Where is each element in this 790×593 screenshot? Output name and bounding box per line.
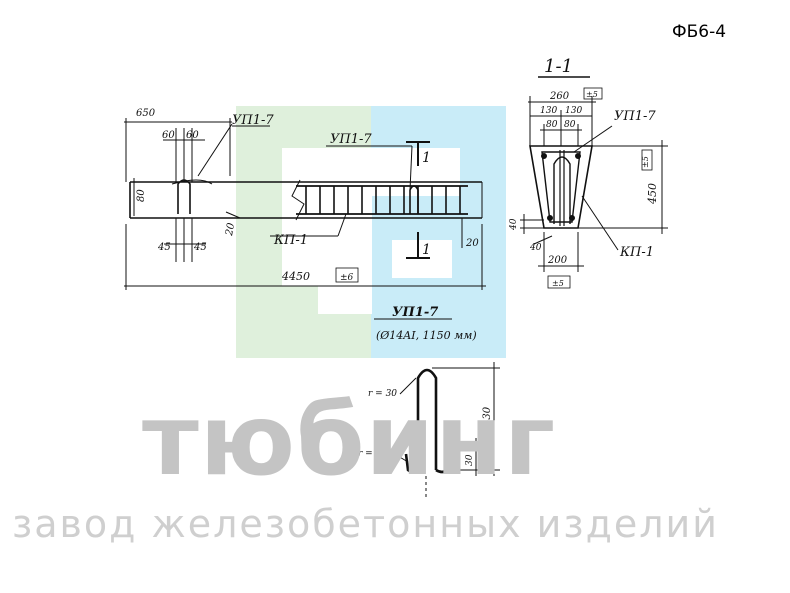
watermark-tagline: завод железобетонных изделий — [12, 502, 719, 546]
tol-450: ±5 — [641, 156, 650, 168]
loop-h-30: 30 — [465, 454, 475, 466]
dim-20-end: 20 — [465, 238, 479, 249]
watermark-brand: тюбинг — [142, 384, 557, 498]
tolerance-boxes — [335, 87, 653, 289]
dim-40-cover: 40 — [529, 243, 542, 253]
label-kp: КП-1 — [273, 233, 308, 248]
dim-60-b: 60 — [186, 130, 199, 141]
label-up-left: УП1-7 — [232, 113, 274, 128]
section-title: 1-1 — [544, 56, 573, 77]
dim-45-a: 45 — [157, 242, 171, 253]
dim-60-a: 60 — [162, 130, 175, 141]
dim-130-a: 130 — [540, 106, 557, 116]
dim-260: 260 — [549, 91, 570, 102]
loop-title: УП1-7 — [392, 305, 438, 320]
dim-20-slope: 20 — [224, 221, 237, 237]
label-kp-section: КП-1 — [619, 245, 654, 260]
dim-80-b: 80 — [564, 120, 576, 130]
dim-45-b: 45 — [193, 242, 207, 253]
loop-r-top: r = 30 — [368, 389, 397, 399]
loop-detail — [374, 318, 500, 500]
dim-4450: 4450 — [281, 270, 310, 283]
dim-130-b: 130 — [565, 106, 582, 116]
loop-h-430: 430 — [482, 406, 493, 427]
tol-200: ±5 — [552, 279, 564, 288]
loop-r-bottom: r = 30 — [358, 449, 387, 459]
dim-80: 80 — [136, 189, 147, 202]
document-code: ФБ6-4 — [672, 22, 727, 42]
dim-650: 650 — [136, 108, 156, 119]
beam-elevation — [124, 118, 486, 290]
tol-total: ±6 — [340, 273, 354, 283]
cut-mark-top: 1 — [422, 150, 431, 166]
cut-mark-bottom: 1 — [422, 242, 431, 258]
loop-spec: (Ø14AI, 1150 мм) — [376, 329, 477, 342]
watermark-logo — [236, 106, 506, 358]
tol-260: ±5 — [586, 90, 598, 99]
dim-200: 200 — [547, 255, 568, 266]
dim-80-a: 80 — [546, 120, 558, 130]
dim-40-side: 40 — [509, 218, 519, 231]
label-up-mid: УП1-7 — [330, 132, 372, 147]
dim-450: 450 — [646, 183, 659, 205]
section-view — [520, 76, 668, 272]
label-up-section: УП1-7 — [614, 109, 656, 124]
